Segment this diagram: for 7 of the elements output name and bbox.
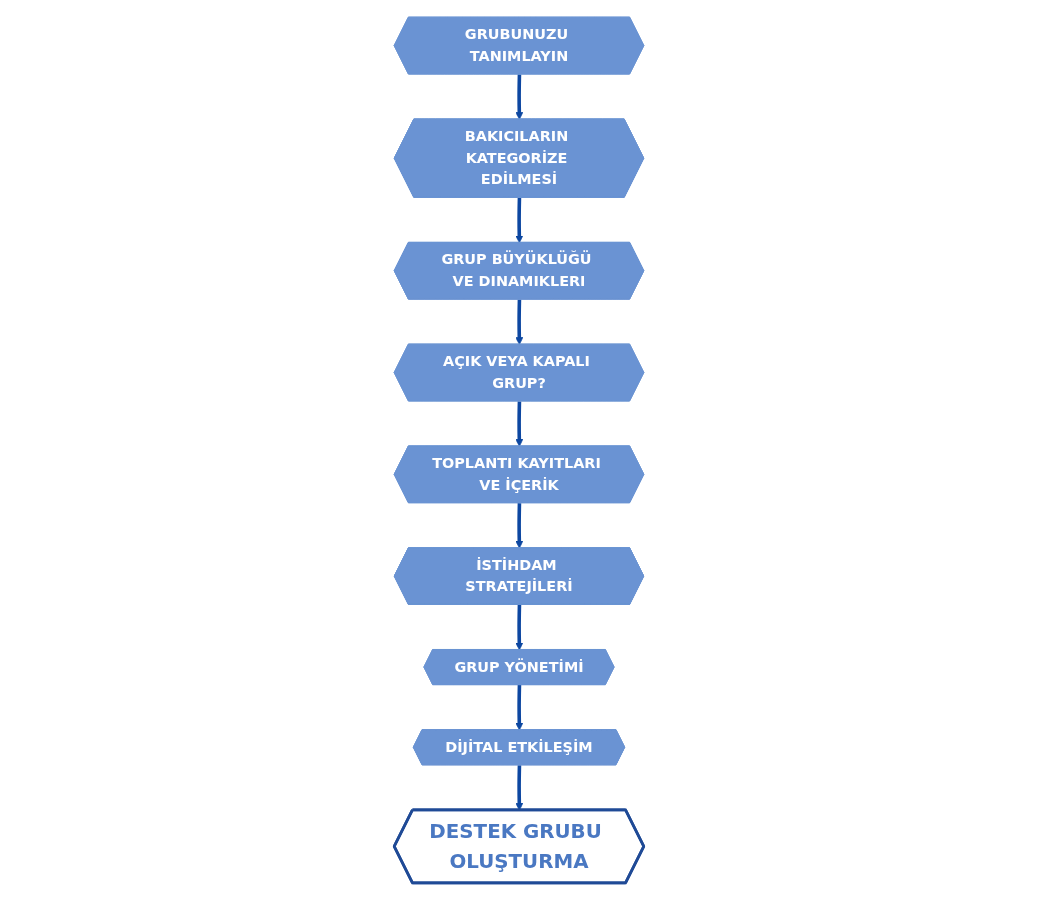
arrow (514, 299, 523, 345)
arrow (514, 74, 523, 120)
arrow (514, 685, 523, 731)
arrow (514, 604, 523, 651)
arrow (514, 503, 523, 549)
arrow (514, 197, 523, 244)
arrow (514, 401, 523, 447)
